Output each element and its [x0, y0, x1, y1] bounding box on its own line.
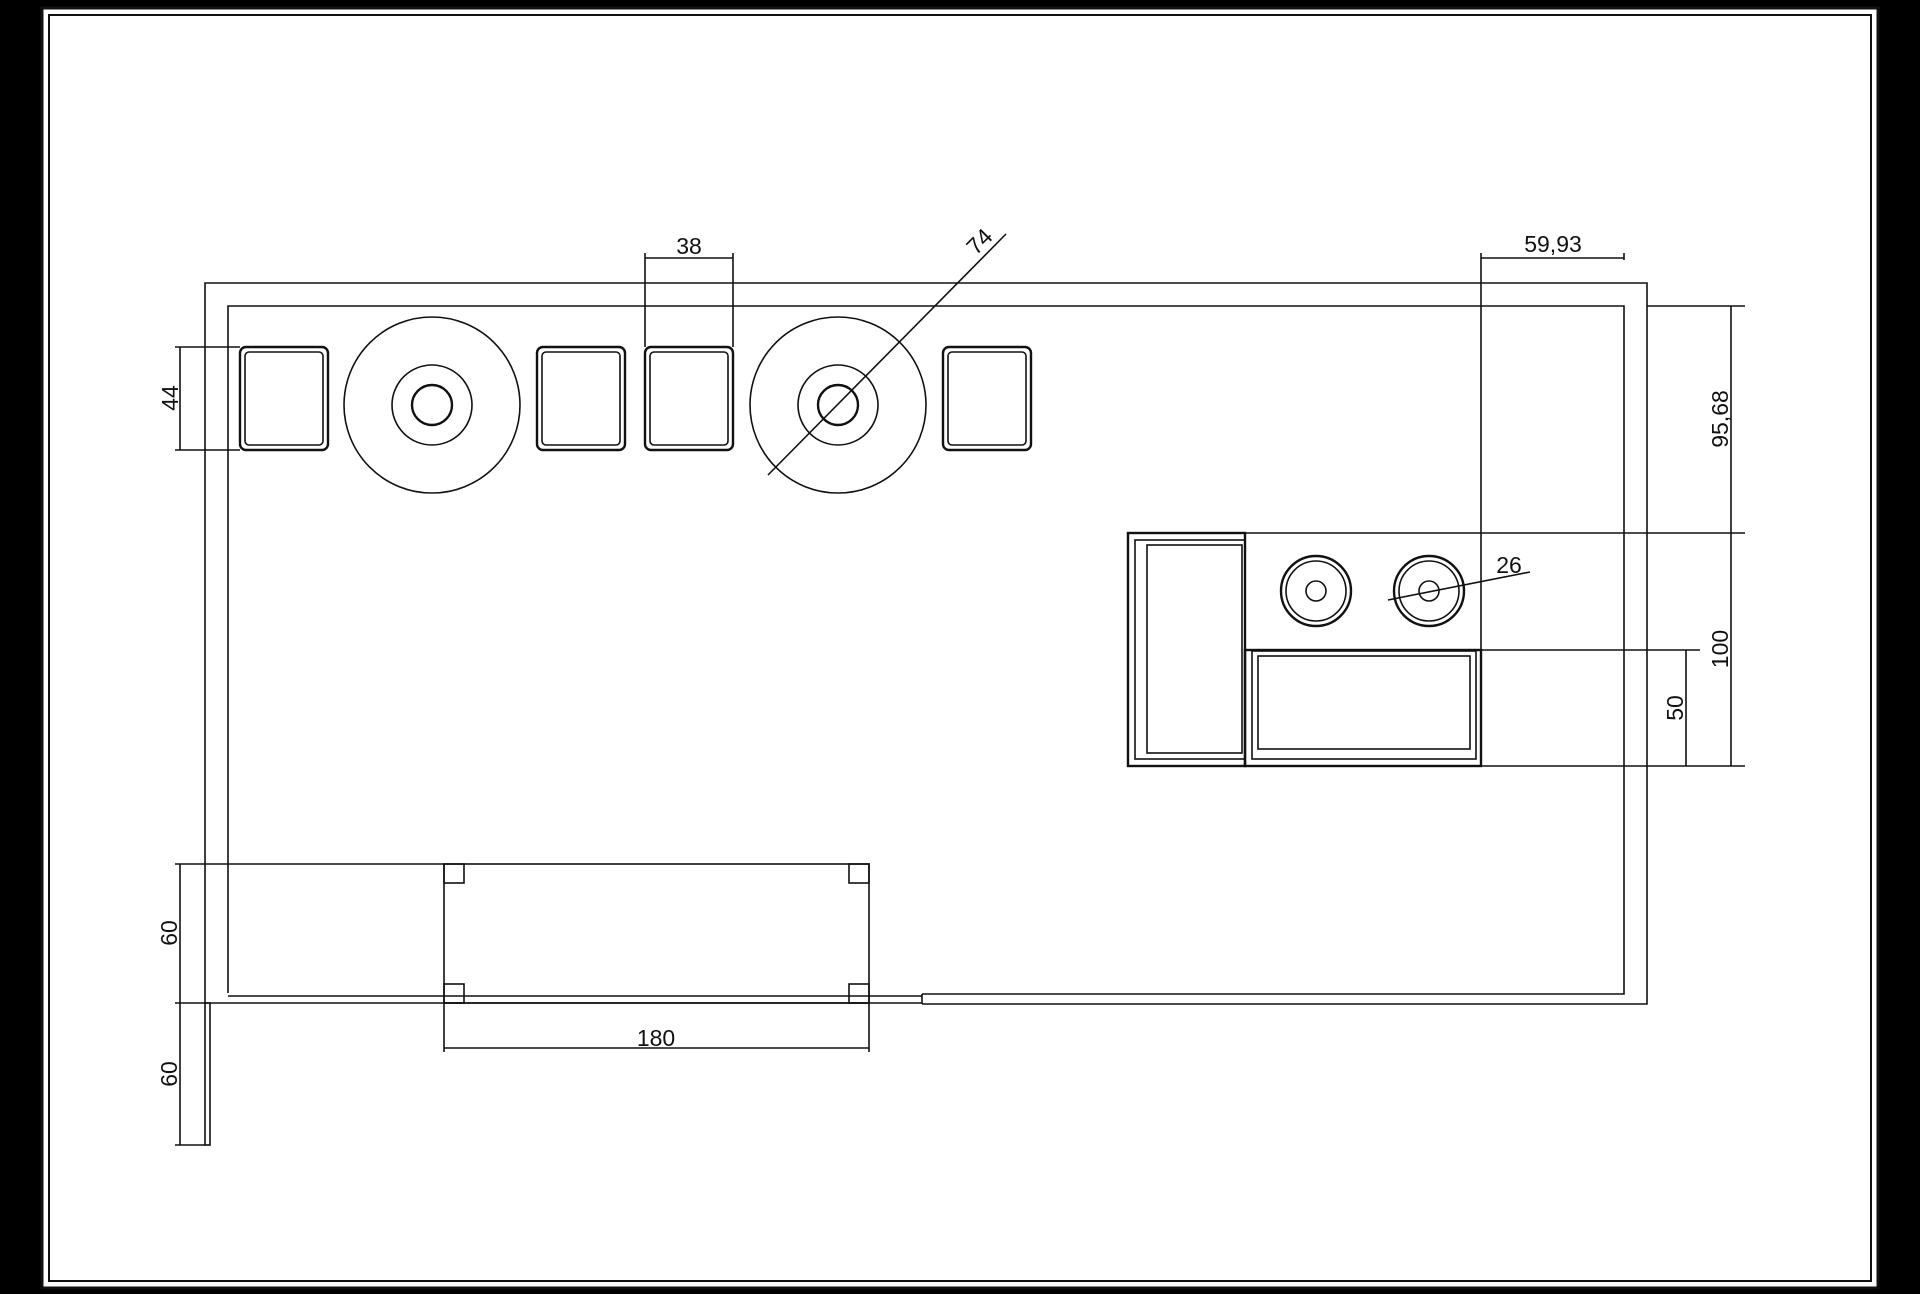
stool: [238, 345, 330, 452]
stool: [535, 345, 627, 452]
dimension-door-depth: 60: [156, 1061, 182, 1087]
dimension-counter-depth: 50: [1662, 695, 1688, 721]
dimension-bench-depth: 60: [156, 920, 182, 946]
dimension-lines: [175, 233, 1745, 1146]
dimension-module-depth: 100: [1707, 630, 1733, 668]
door: [204, 1002, 211, 1146]
stool: [643, 345, 735, 452]
paper-inner-border: [48, 14, 1872, 1282]
sink: [1392, 554, 1466, 628]
dimension-sink-diameter: 26: [1496, 552, 1522, 578]
paper-sheet: [40, 6, 1880, 1290]
kitchen-module: [1126, 531, 1745, 768]
dimension-right-offset: 59,93: [1524, 231, 1582, 257]
bench: [443, 863, 870, 1004]
round-table: [343, 316, 521, 494]
dimension-stool-depth: 44: [157, 385, 183, 411]
sink: [1279, 554, 1353, 628]
dimension-stool-width: 38: [676, 233, 702, 259]
stool: [941, 345, 1033, 452]
dimension-top-to-module: 95,68: [1707, 390, 1733, 448]
dimension-bench-length: 180: [637, 1025, 675, 1051]
round-table: [749, 316, 927, 494]
